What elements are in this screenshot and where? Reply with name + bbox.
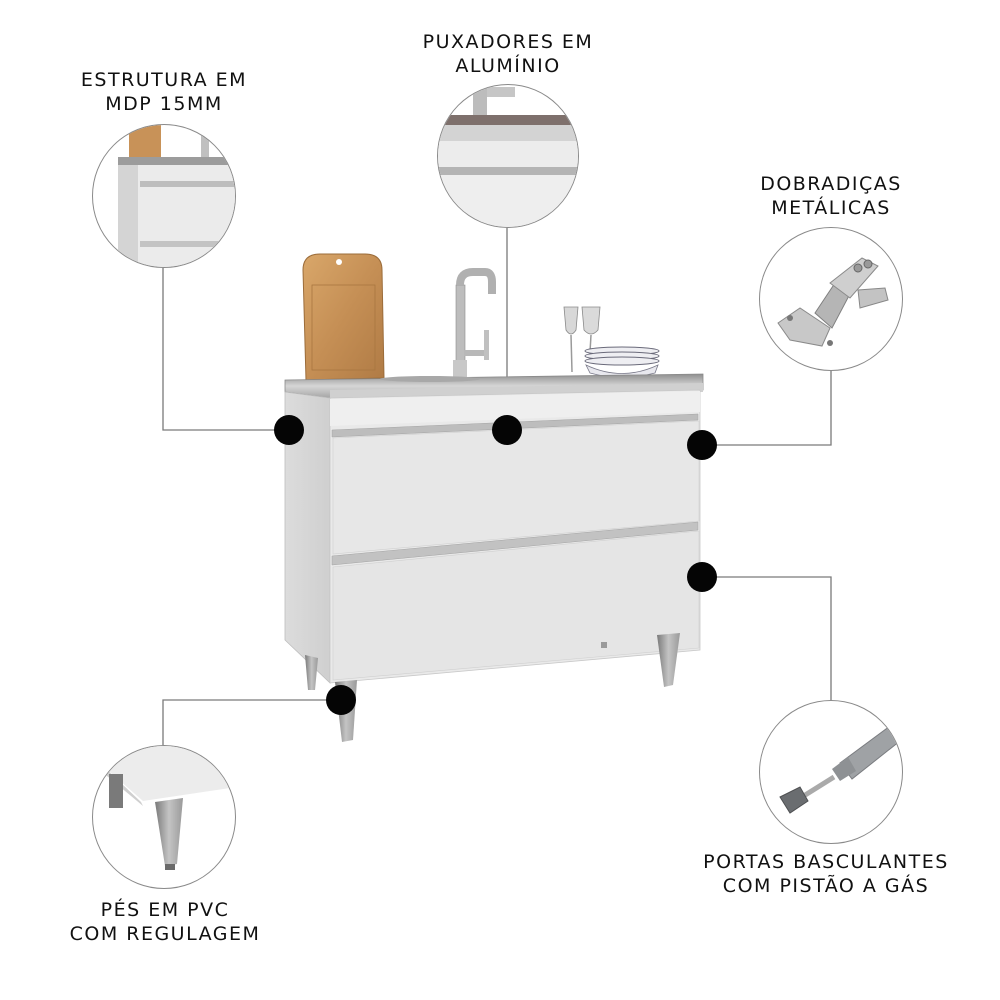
connector-pes xyxy=(162,699,341,745)
callout-dot-estrutura xyxy=(274,415,304,445)
connector-estrutura xyxy=(162,268,289,431)
aluminium-handle-lower xyxy=(331,521,699,566)
label-portas-line2: COM PISTÃO A GÁS xyxy=(722,875,930,897)
callout-dot-pes xyxy=(326,685,356,715)
label-dobradicas-line2: METÁLICAS xyxy=(771,197,891,219)
aluminium-handle-detail-image xyxy=(438,85,578,227)
label-pes-line1: PÉS EM PVC xyxy=(100,899,230,921)
detail-circle-estrutura xyxy=(92,124,236,268)
callout-dot-portas xyxy=(687,562,717,592)
label-estrutura-line1: ESTRUTURA EM xyxy=(80,69,248,91)
callout-dot-puxadores xyxy=(492,415,522,445)
metal-hinge-detail-image xyxy=(777,257,889,347)
label-portas-line1: PORTAS BASCULANTES xyxy=(703,851,949,873)
cabinet-corner-detail-image xyxy=(118,125,235,267)
detail-circle-pes xyxy=(92,745,236,889)
label-portas: PORTAS BASCULANTES COM PISTÃO A GÁS xyxy=(696,850,956,898)
label-pes: PÉS EM PVC COM REGULAGEM xyxy=(55,898,275,946)
faucet xyxy=(453,268,496,378)
label-puxadores-line2: ALUMÍNIO xyxy=(455,55,561,77)
label-puxadores: PUXADORES EM ALUMÍNIO xyxy=(408,30,608,78)
detail-circle-puxadores xyxy=(437,84,579,228)
connector-portas xyxy=(702,576,832,700)
label-dobradicas: DOBRADIÇAS METÁLICAS xyxy=(731,172,931,220)
label-estrutura: ESTRUTURA EM MDP 15MM xyxy=(64,68,264,116)
tilt-door-upper xyxy=(332,420,700,555)
gas-piston-detail-image xyxy=(779,725,901,814)
cutting-board xyxy=(302,253,385,381)
label-puxadores-line1: PUXADORES EM xyxy=(422,31,594,53)
pvc-leg-detail-image xyxy=(101,746,235,870)
detail-circle-dobradicas xyxy=(759,227,903,371)
detail-circle-portas xyxy=(759,700,903,844)
label-estrutura-line2: MDP 15MM xyxy=(105,93,223,115)
plate-stack xyxy=(584,346,660,378)
label-dobradicas-line1: DOBRADIÇAS xyxy=(760,173,902,195)
callout-dot-dobradicas xyxy=(687,430,717,460)
tilt-door-lower xyxy=(332,530,700,681)
label-pes-line2: COM REGULAGEM xyxy=(69,923,261,945)
connector-dobradicas xyxy=(702,370,832,446)
